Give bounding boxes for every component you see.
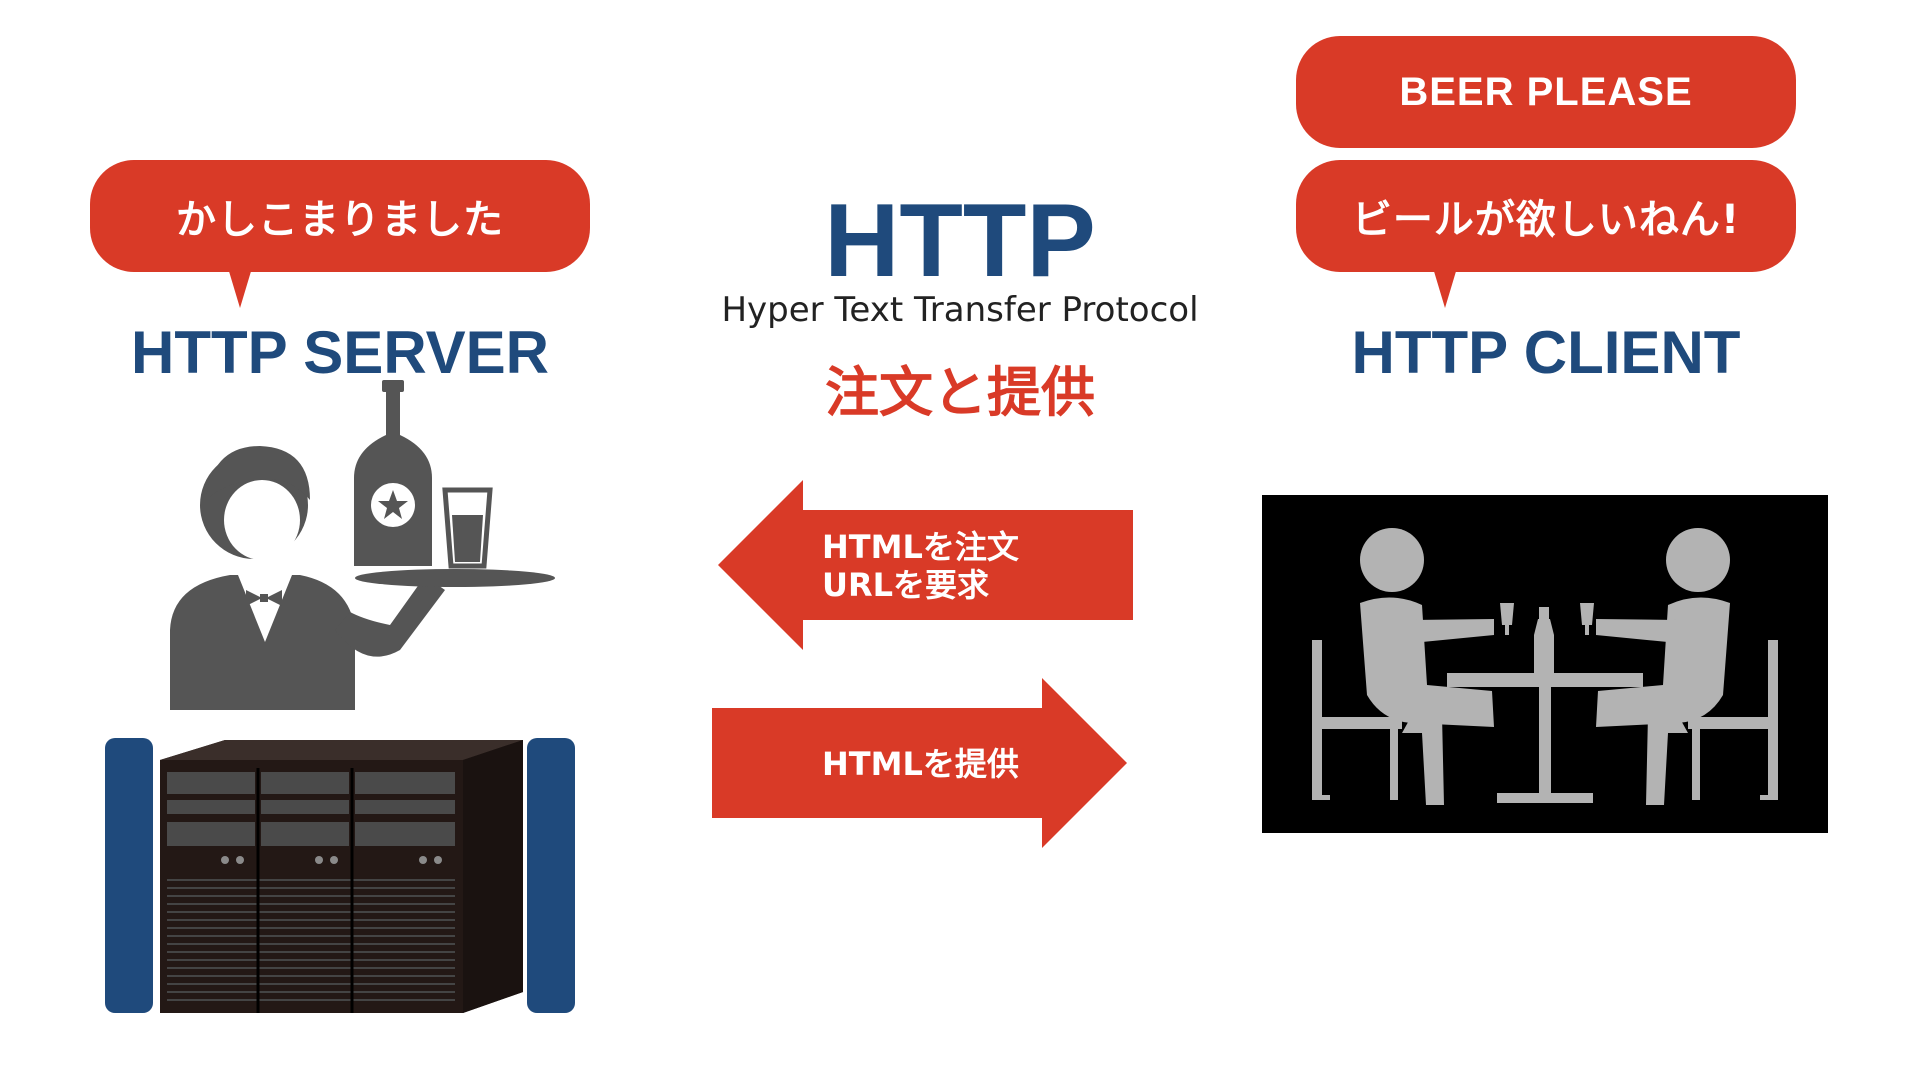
customers-drinking-icon [1262,495,1828,833]
client-speech-bottom-text: ビールが欲しいねん! [1351,197,1741,243]
server-speech-tail [228,268,252,308]
server-title: HTTP SERVER [131,319,549,386]
response-arrow [712,678,1127,848]
server-speech-text: かしこまりました [176,197,504,243]
client-speech-bubble-bottom: ビールが欲しいねん! [1296,160,1796,272]
client-speech-top-text: BEER PLEASE [1399,69,1693,114]
client-title: HTTP CLIENT [1351,319,1741,386]
request-arrow [718,480,1133,650]
server-speech-bubble: かしこまりました [90,160,590,272]
waiter-icon [170,380,555,710]
protocol-title: HTTP [824,183,1096,299]
client-speech-bubble-top: BEER PLEASE [1296,36,1796,148]
server-rack-icon [105,738,575,1013]
response-label: HTMLを提供 [822,745,1019,783]
tagline: 注文と提供 [825,361,1095,424]
request-label-line2: URLを要求 [822,566,990,604]
request-label-line1: HTMLを注文 [822,528,1019,566]
protocol-subtitle: Hyper Text Transfer Protocol [721,290,1199,330]
request-label: HTMLを注文 URLを要求 [822,528,1082,604]
client-speech-tail [1433,268,1457,308]
